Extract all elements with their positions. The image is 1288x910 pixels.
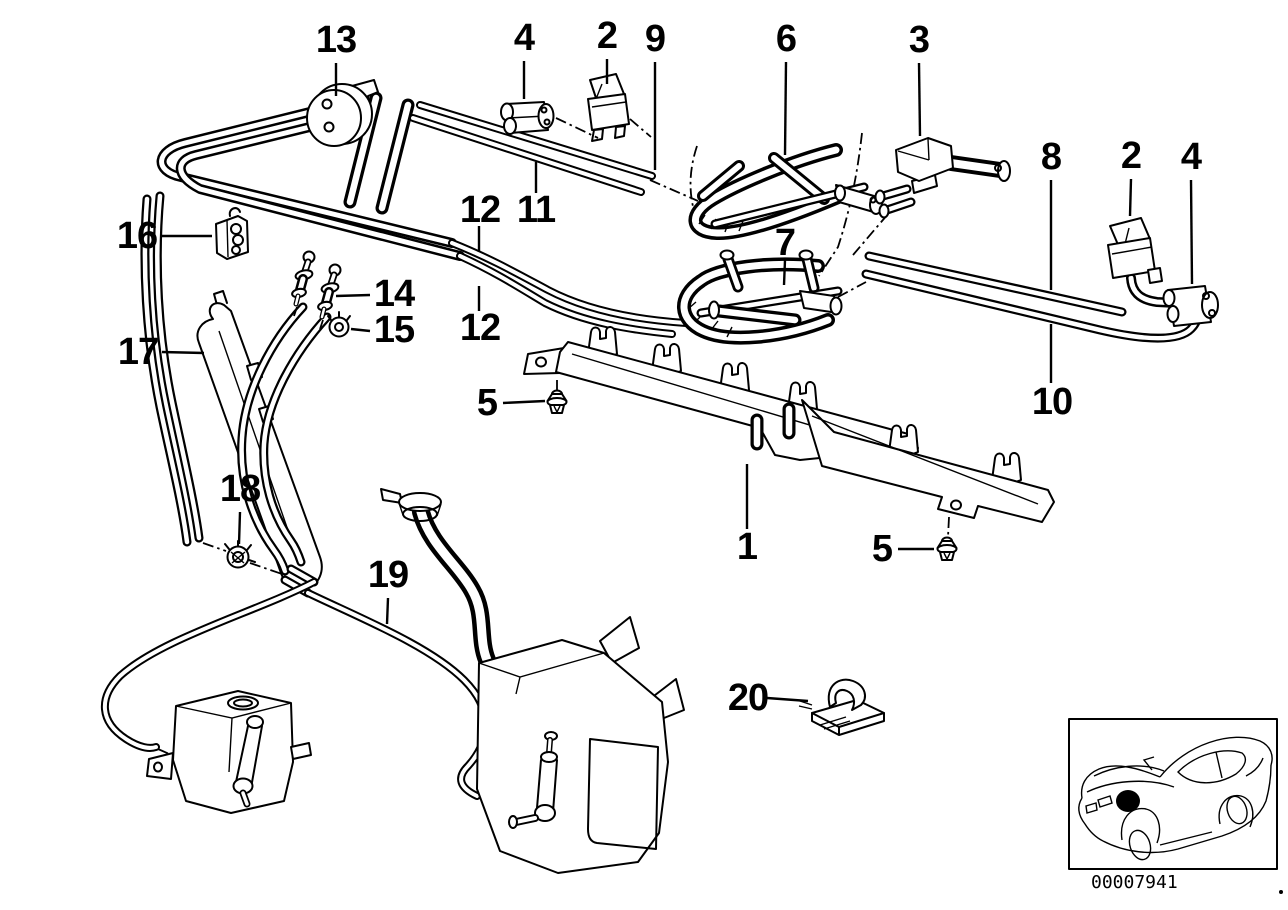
part-20-cable-clip <box>796 678 885 736</box>
callout-1: 1 <box>736 526 758 568</box>
leader-line-19 <box>385 597 390 625</box>
callout-4-2: 4 <box>1180 136 1202 178</box>
part-4-connector-right <box>1162 285 1219 327</box>
leader-line-3 <box>917 62 922 137</box>
callout-13: 13 <box>315 19 357 61</box>
callout-leader-lines <box>161 59 1194 703</box>
leader-line-7 <box>782 259 787 286</box>
leader-line-15 <box>350 327 371 333</box>
car-sketch <box>1078 736 1273 861</box>
hose-hairpin-left <box>156 105 465 261</box>
part-3-washer-jet <box>874 137 1011 219</box>
callout-9: 9 <box>644 18 666 60</box>
callout-4: 4 <box>513 17 535 59</box>
part-16-clip <box>215 207 249 260</box>
location-dot <box>1116 790 1140 812</box>
left-reservoir <box>146 690 312 814</box>
callout-10: 10 <box>1031 381 1073 423</box>
callout-19: 19 <box>367 554 409 596</box>
leader-line-2-2 <box>1128 178 1133 217</box>
callout-11: 11 <box>516 189 556 231</box>
leader-line-4-2 <box>1189 179 1194 285</box>
callout-2-2: 2 <box>1120 135 1142 177</box>
leader-line-14 <box>335 293 371 298</box>
image-number: 00007941 <box>1091 872 1178 893</box>
leader-line-6 <box>783 61 788 156</box>
hose-pair-left-descending <box>140 191 204 547</box>
callout-12: 12 <box>459 189 501 231</box>
callout-14: 14 <box>373 273 415 315</box>
hose-pair-through-channel <box>237 302 332 576</box>
leader-line-18 <box>237 511 242 545</box>
callout-17: 17 <box>117 331 159 373</box>
part-18-grommet <box>224 540 256 569</box>
main-reservoir <box>380 488 685 874</box>
part-14-jet-valves <box>291 250 342 330</box>
callout-8: 8 <box>1040 136 1062 178</box>
callout-5-2: 5 <box>871 528 893 570</box>
callout-5: 5 <box>476 382 498 424</box>
part-7-hose-assembly <box>677 249 843 345</box>
callout-7: 7 <box>774 222 796 264</box>
part-15-grommet <box>327 311 351 338</box>
part-13-grommet-disc <box>306 79 379 147</box>
part-2-check-valve-left <box>587 73 630 142</box>
callout-2: 2 <box>596 15 618 57</box>
leader-line-5 <box>502 399 546 405</box>
callout-16: 16 <box>116 215 158 257</box>
callout-20: 20 <box>727 677 769 719</box>
part-1-bracket <box>523 325 1055 561</box>
car-inset <box>1068 718 1283 894</box>
part-2-check-valve-right <box>1107 217 1182 308</box>
callout-18: 18 <box>219 468 261 510</box>
callout-15: 15 <box>373 309 415 351</box>
callout-12-2: 12 <box>459 307 501 349</box>
leader-line-17 <box>161 350 205 355</box>
callout-6: 6 <box>775 18 797 60</box>
pipe-12-pair <box>448 239 690 338</box>
part-17-hose-channel <box>196 290 323 591</box>
pipe-9-11-pair <box>409 101 656 196</box>
part-6-hose-assembly <box>688 143 883 241</box>
callout-3: 3 <box>908 19 930 61</box>
part-4-connector-left <box>500 101 555 135</box>
leader-line-20 <box>766 696 809 703</box>
